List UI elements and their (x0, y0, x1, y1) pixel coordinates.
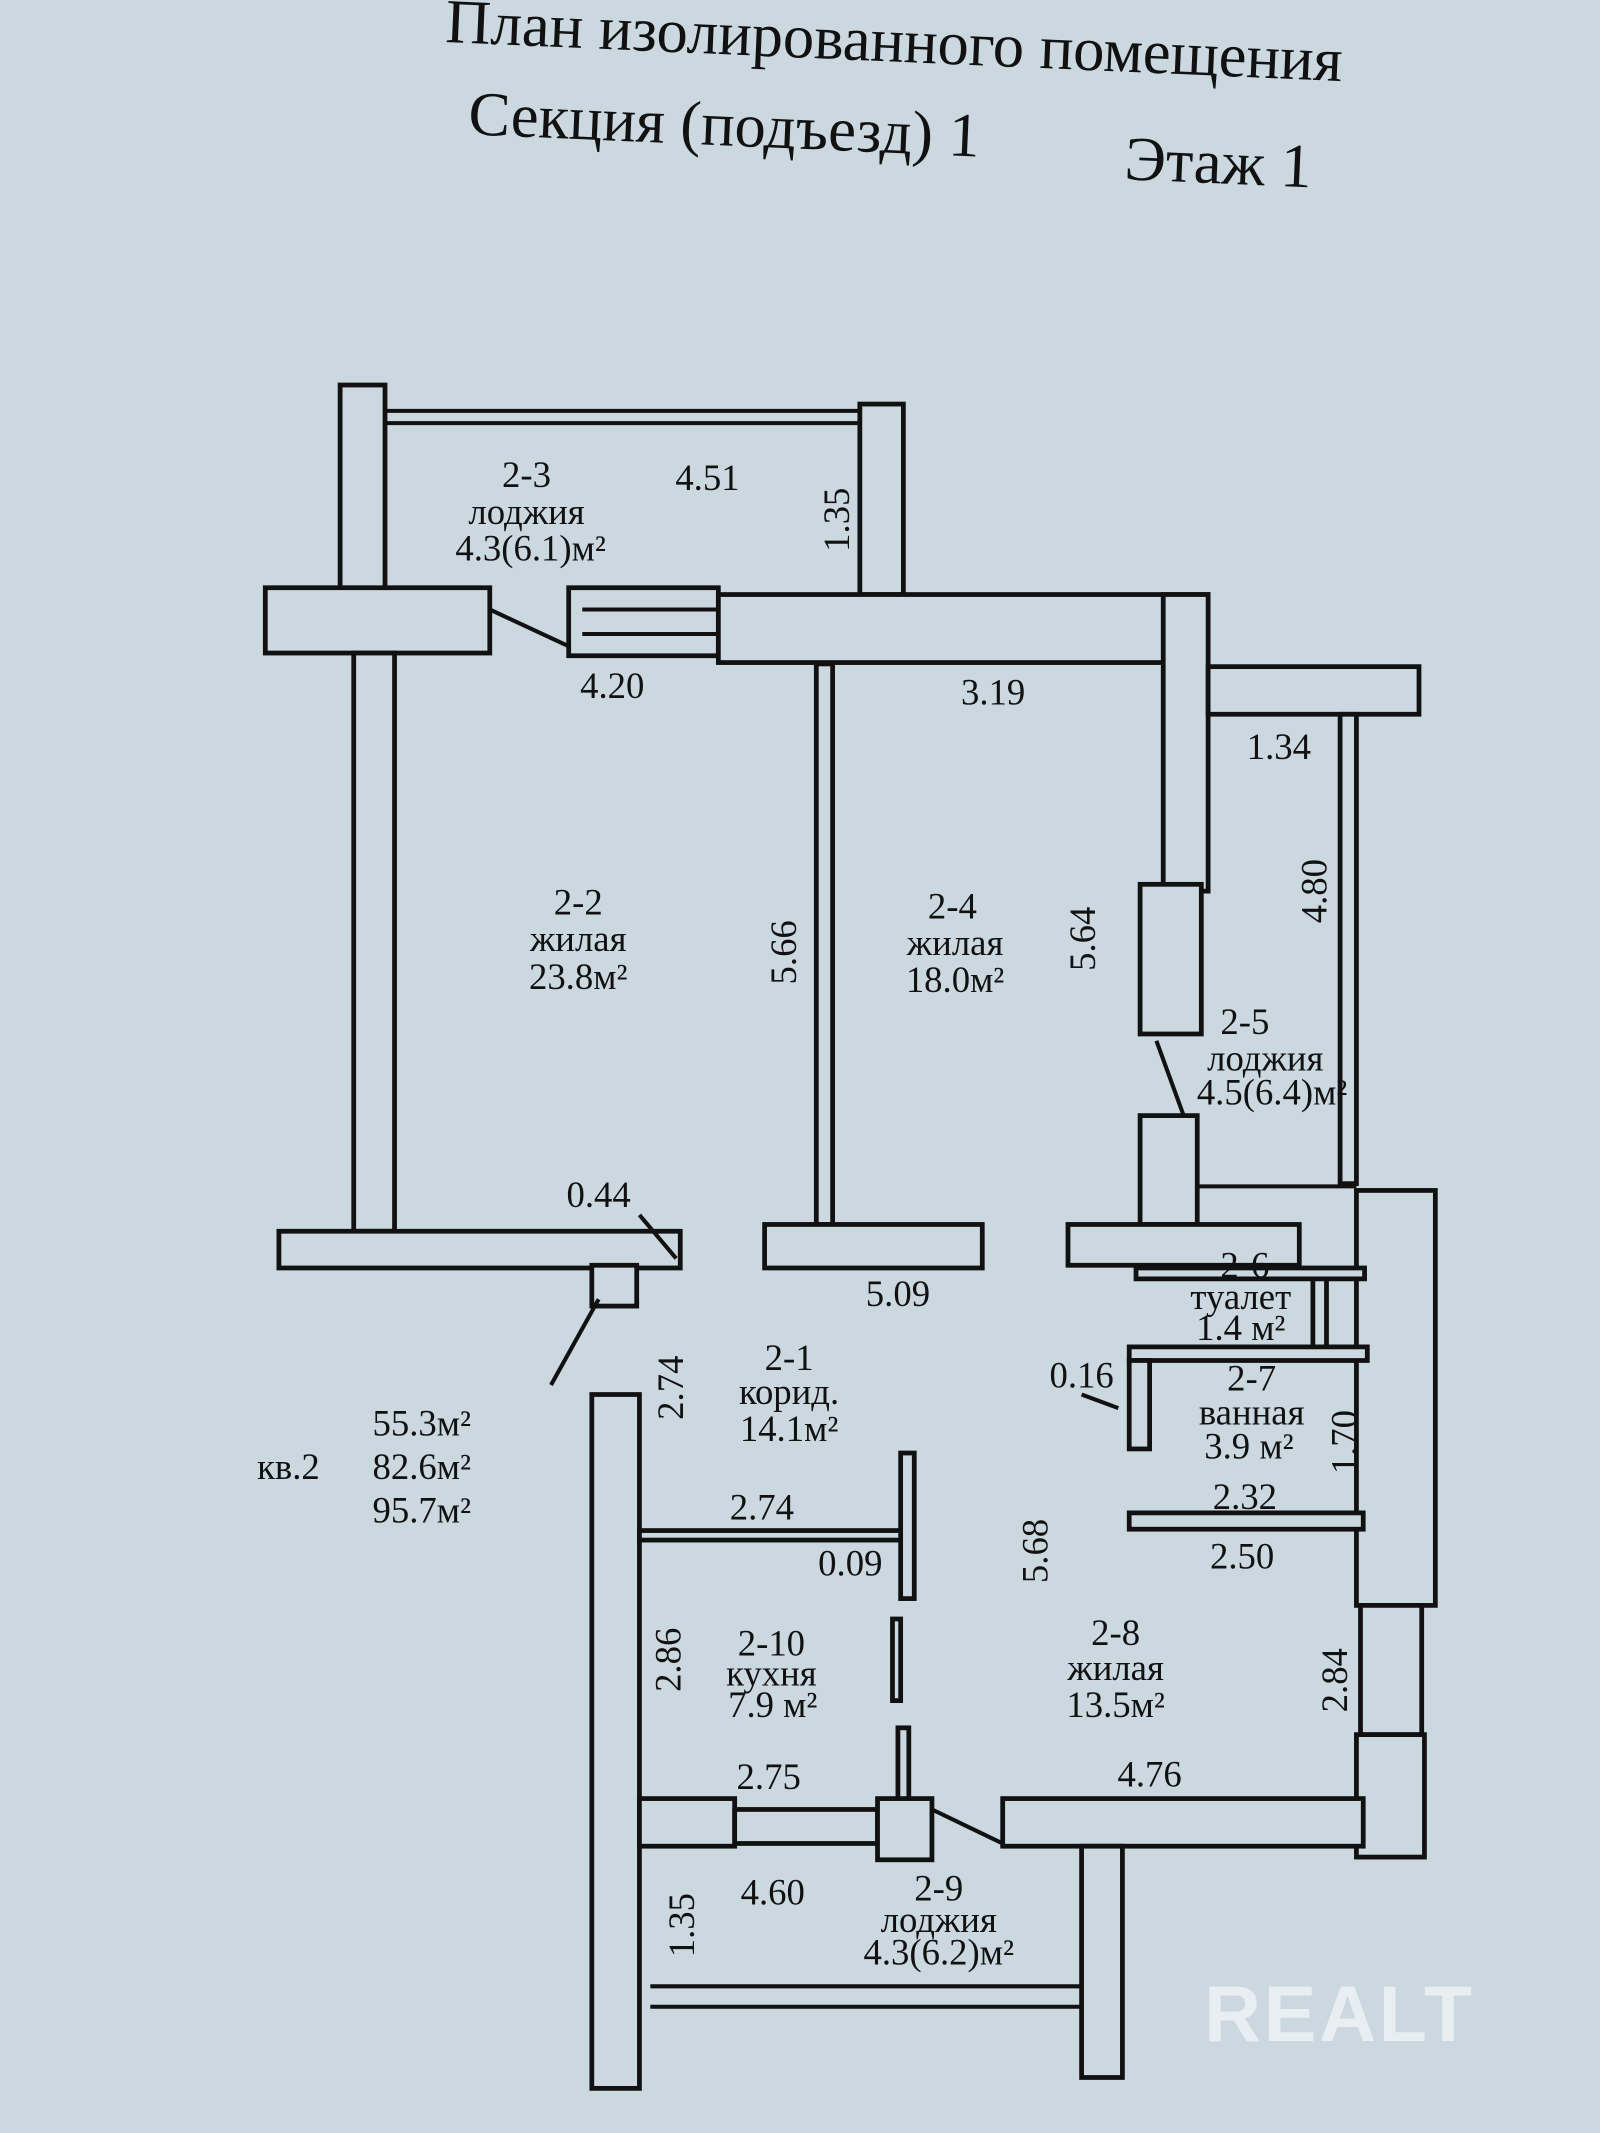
dimension-label: 1.35 (816, 488, 857, 552)
svg-text:4.3(6.2)м²: 4.3(6.2)м² (863, 1932, 1014, 1973)
dimension-label: 5.64 (1062, 907, 1103, 971)
dimension-label: 4.51 (675, 457, 739, 498)
section-text: Секция (подъезд) 1 (467, 78, 981, 170)
svg-text:2-3: 2-3 (502, 454, 551, 495)
realt-watermark-logo: REALT (1204, 1970, 1475, 2058)
room-2-9: 2-9 лоджия 4.3(6.2)м² (863, 1868, 1014, 1973)
dimension-label: 5.66 (763, 920, 804, 984)
dimension-label: 1.70 (1323, 1410, 1364, 1474)
dimensions: 4.51 1.35 4.20 3.19 1.34 4.80 5.66 5.64 … (566, 457, 1364, 1957)
svg-text:18.0м²: 18.0м² (906, 959, 1005, 1000)
total-area-with-loggias: 95.7м² (372, 1489, 471, 1530)
svg-text:2-6: 2-6 (1220, 1245, 1269, 1286)
svg-text:жилая: жилая (906, 922, 1004, 963)
dimension-label: 1.35 (661, 1893, 702, 1957)
svg-text:2-4: 2-4 (928, 885, 977, 926)
dimension-label: 0.44 (566, 1174, 630, 1215)
svg-text:4.3(6.1)м²: 4.3(6.1)м² (455, 528, 605, 569)
floor-text: Этаж 1 (1123, 123, 1313, 201)
room-2-8: 2-8 жилая 13.5м² (1066, 1612, 1165, 1725)
dimension-label: 2.74 (730, 1487, 794, 1528)
dimension-label: 2.84 (1314, 1648, 1355, 1712)
dimension-label: 2.75 (737, 1756, 801, 1797)
dimension-label: 5.09 (866, 1273, 930, 1314)
dimension-label: 4.76 (1117, 1753, 1181, 1794)
dimension-label: 2.86 (647, 1628, 688, 1692)
apartment-label: кв.2 (257, 1446, 320, 1487)
room-2-2: 2-2 жилая 23.8м² (529, 881, 628, 997)
dimension-label: 4.80 (1293, 859, 1334, 923)
svg-text:2-1: 2-1 (765, 1337, 814, 1378)
room-2-10: 2-10 кухня 7.9 м² (726, 1623, 817, 1725)
svg-text:лоджия: лоджия (1207, 1038, 1323, 1079)
room-2-5: 2-5 лоджия 4.5(6.4)м² (1197, 1001, 1348, 1113)
svg-text:3.9 м²: 3.9 м² (1204, 1425, 1293, 1466)
dimension-label: 2.50 (1210, 1536, 1274, 1577)
room-2-3: 2-3 лоджия 4.3(6.1)м² (455, 454, 605, 568)
svg-text:2-2: 2-2 (554, 881, 603, 922)
room-2-7: 2-7 ванная 3.9 м² (1199, 1357, 1305, 1466)
dimension-label: 4.20 (580, 665, 644, 706)
svg-text:14.1м²: 14.1м² (740, 1408, 839, 1449)
svg-text:ванная: ванная (1199, 1391, 1305, 1432)
dimension-label: 2.74 (650, 1356, 691, 1420)
svg-text:1.4 м²: 1.4 м² (1196, 1307, 1285, 1348)
svg-text:23.8м²: 23.8м² (529, 956, 628, 997)
dimension-label: 3.19 (961, 672, 1025, 713)
dimension-label: 0.16 (1049, 1355, 1113, 1396)
apartment-summary: кв.2 55.3м² 82.6м² 95.7м² (257, 1402, 471, 1530)
svg-text:корид.: корид. (739, 1371, 839, 1412)
walls (262, 382, 1438, 2091)
dimension-label: 0.09 (818, 1542, 882, 1583)
total-area: 82.6м² (372, 1446, 471, 1487)
svg-text:жилая: жилая (1066, 1647, 1164, 1688)
title-text: План изолированного помещения (444, 0, 1344, 95)
svg-text:кухня: кухня (726, 1653, 817, 1694)
svg-text:4.5(6.4)м²: 4.5(6.4)м² (1197, 1072, 1348, 1113)
svg-text:2-7: 2-7 (1227, 1357, 1276, 1398)
svg-text:2-9: 2-9 (914, 1868, 963, 1909)
svg-text:7.9 м²: 7.9 м² (728, 1684, 817, 1725)
dimension-label: 5.68 (1015, 1519, 1056, 1583)
svg-text:туалет: туалет (1190, 1276, 1291, 1317)
svg-text:2-5: 2-5 (1220, 1001, 1269, 1042)
svg-text:2-8: 2-8 (1091, 1612, 1140, 1653)
svg-text:13.5м²: 13.5м² (1066, 1684, 1165, 1725)
living-area: 55.3м² (372, 1402, 471, 1443)
room-2-1: 2-1 корид. 14.1м² (739, 1337, 839, 1449)
dimension-label: 4.60 (741, 1872, 805, 1913)
room-2-6: 2-6 туалет 1.4 м² (1190, 1245, 1291, 1349)
dimension-label: 1.34 (1247, 726, 1311, 767)
dimension-label: 2.32 (1213, 1476, 1277, 1517)
plan-title: План изолированного помещения Секция (по… (444, 0, 1344, 201)
svg-text:лоджия: лоджия (881, 1899, 997, 1940)
svg-text:2-10: 2-10 (738, 1623, 805, 1664)
room-2-4: 2-4 жилая 18.0м² (906, 885, 1005, 999)
svg-text:лоджия: лоджия (468, 491, 584, 532)
svg-text:жилая: жилая (529, 918, 627, 959)
